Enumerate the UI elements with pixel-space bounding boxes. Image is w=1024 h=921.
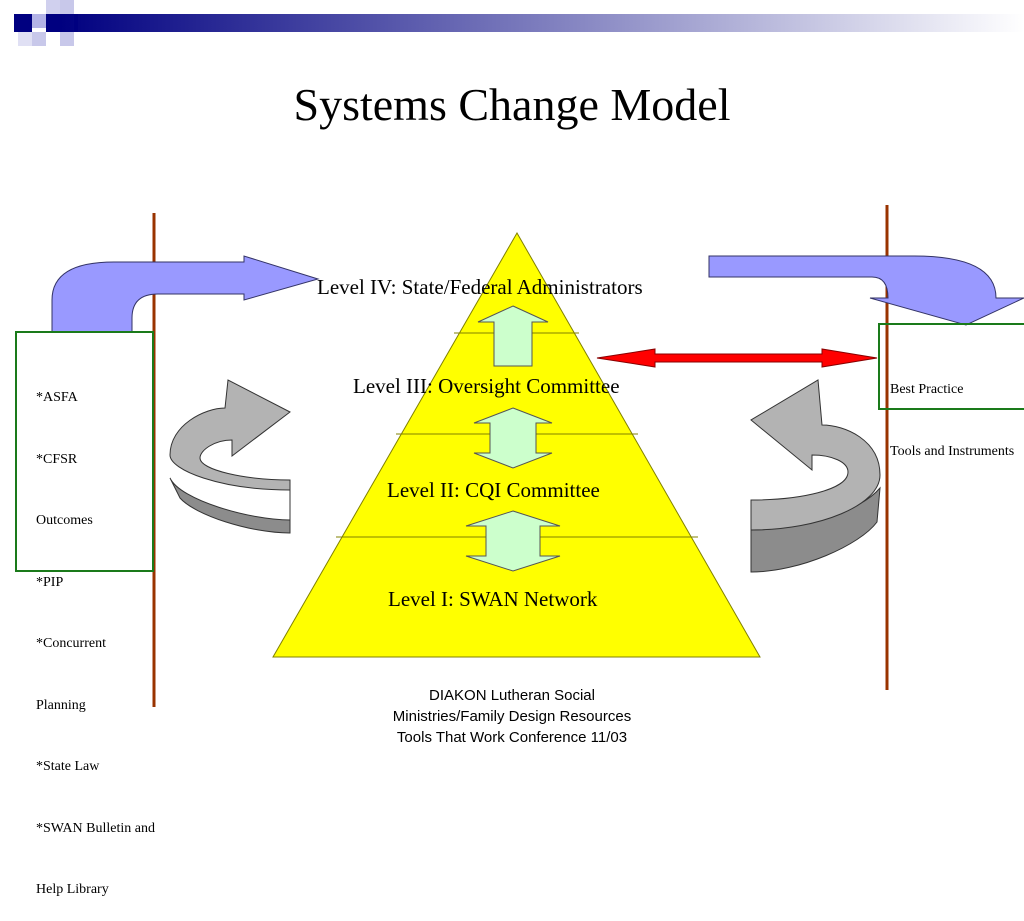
- left-box-line: Planning: [36, 697, 86, 713]
- slide-title: Systems Change Model: [293, 79, 731, 130]
- right-best-practice-text: Best Practice Tools and Instruments: [890, 339, 1024, 483]
- left-box-line: Help Library: [36, 882, 109, 897]
- red-double-arrow: [596, 348, 878, 368]
- level-1-label: Level I: SWAN Network: [388, 587, 598, 611]
- right-box-line: Tools and Instruments: [890, 443, 1015, 459]
- footer-line-3: Tools That Work Conference 11/03: [396, 729, 628, 746]
- level-2-label: Level II: CQI Committee: [387, 478, 600, 502]
- gray-circular-arrow-left: [169, 379, 291, 534]
- right-best-practice-box: [878, 323, 1024, 410]
- level-3-label: Level III: Oversight Committee: [353, 374, 620, 398]
- header-decoration-squares: [14, 0, 1024, 46]
- diagram-canvas: [14, 0, 1024, 707]
- left-box-line: *Concurrent: [36, 636, 106, 651]
- double-arrow-level2-level3: [473, 407, 553, 469]
- footer-line-1: DIAKON Lutheran Social: [429, 687, 595, 704]
- gray-circular-arrow-right: [750, 379, 881, 573]
- left-box-line: *State Law: [36, 759, 100, 774]
- up-arrow-level3-to-level4: [477, 305, 549, 367]
- left-box-line: Outcomes: [36, 513, 93, 528]
- left-requirements-text: *ASFA *CFSR Outcomes *PIP *Concurrent Pl…: [36, 347, 155, 921]
- left-requirements-box: [15, 331, 154, 572]
- footer-credit: DIAKON Lutheran Social Ministries/Family…: [312, 685, 712, 748]
- right-box-line: Best Practice: [890, 382, 964, 397]
- left-box-line: *CFSR: [36, 451, 78, 467]
- left-box-line: *SWAN Bulletin and: [36, 820, 155, 836]
- left-box-line: *ASFA: [36, 390, 78, 405]
- double-arrow-level1-level2: [465, 510, 561, 572]
- left-box-line: *PIP: [36, 574, 64, 590]
- footer-line-2: Ministries/Family Design Resources: [392, 708, 632, 725]
- blue-curved-arrow-right: [708, 255, 1024, 326]
- level-4-label: Level IV: State/Federal Administrators: [317, 275, 643, 299]
- blue-curved-arrow-left: [51, 255, 320, 333]
